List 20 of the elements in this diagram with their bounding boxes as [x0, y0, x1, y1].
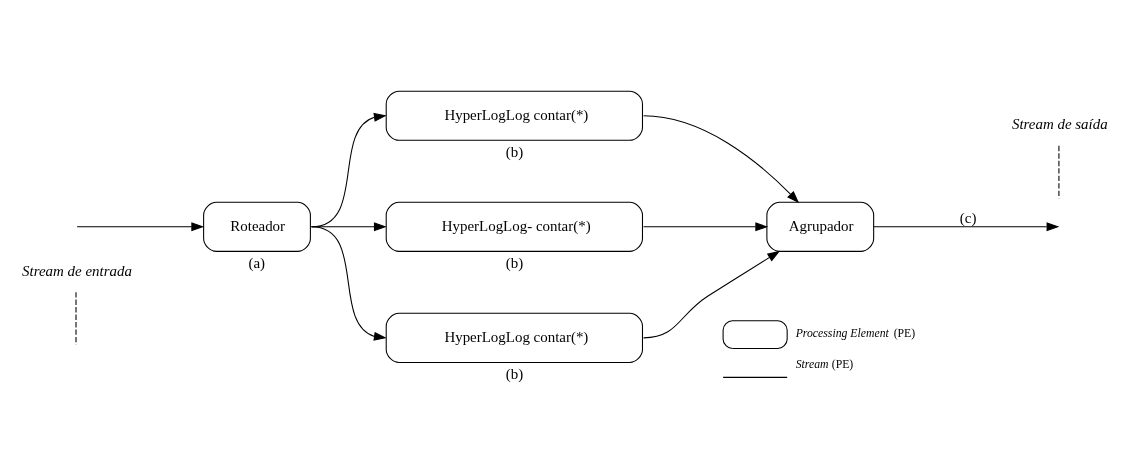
node-box: Agrupador: [766, 201, 875, 252]
node-label: (b): [505, 365, 524, 382]
node-text: Stream de entrada: [22, 262, 132, 279]
node-text: Stream de saída: [1011, 116, 1108, 133]
arrow: [643, 222, 769, 232]
node-label: (a): [248, 254, 266, 271]
edge-label: (c): [959, 209, 977, 226]
node-box: HyperLogLog contar(*): [385, 90, 643, 141]
arrow: [76, 222, 205, 232]
node-box: HyperLogLog contar(*): [385, 312, 643, 363]
arrow: [643, 250, 781, 339]
legend-label: Stream (PE): [795, 358, 854, 372]
node-label: (b): [505, 254, 524, 271]
node-box: HyperLogLog- contar(*): [385, 201, 643, 252]
legend-label: Processing Element (PE): [795, 326, 916, 340]
arrow: [310, 226, 387, 341]
arrow: [873, 222, 1060, 232]
node-label: (b): [505, 143, 524, 160]
node-box: Roteador: [203, 201, 311, 252]
arrow: [643, 115, 800, 204]
